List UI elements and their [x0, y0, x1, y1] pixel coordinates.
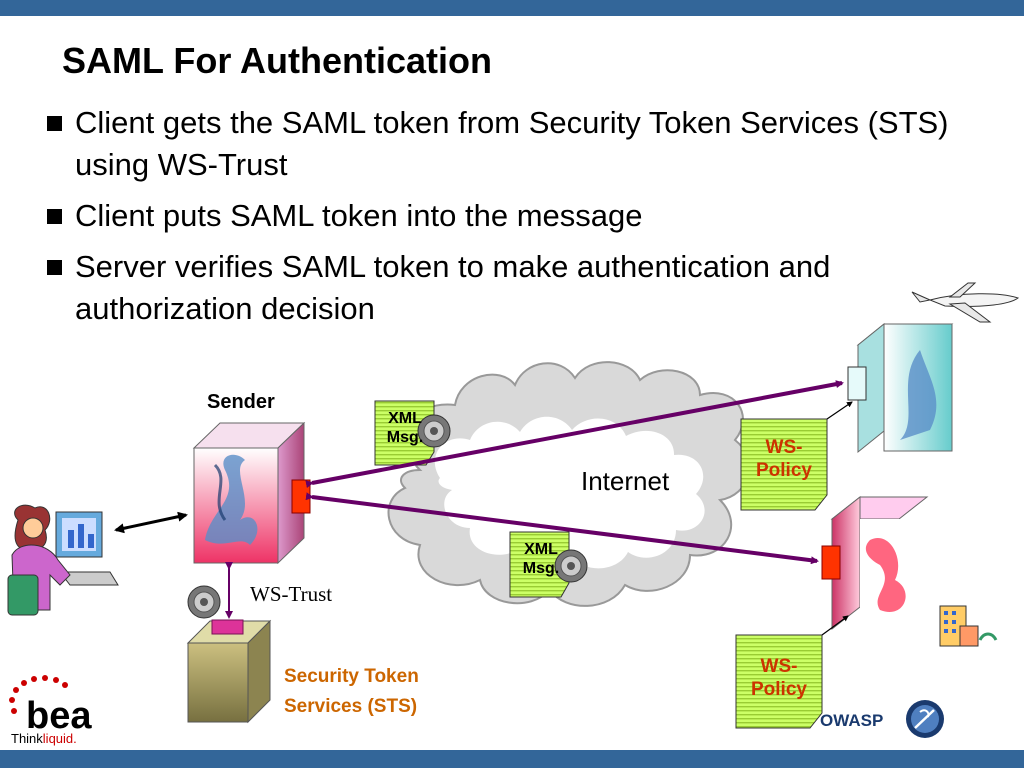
- bullet-list: Client gets the SAML token from Security…: [44, 102, 964, 339]
- slide-title: SAML For Authentication: [62, 40, 492, 81]
- bea-tagline-liquid: liquid.: [42, 731, 77, 746]
- sender-server: [192, 421, 311, 565]
- bullet-item: Client gets the SAML token from Security…: [44, 102, 964, 186]
- server-1: [847, 322, 954, 454]
- ws-policy-label: WS-Policy: [751, 656, 807, 700]
- policy-pointer-2: [821, 615, 849, 636]
- client-user-icon: [7, 504, 119, 616]
- sender-label: Sender: [207, 391, 275, 413]
- bullet-item: Server verifies SAML token to make authe…: [44, 246, 964, 330]
- bullet-square-icon: [47, 209, 62, 224]
- airplane-icon: [911, 282, 1020, 323]
- sts-server: [186, 619, 272, 724]
- bullet-square-icon: [47, 260, 62, 275]
- bea-tagline-think: Think: [11, 731, 43, 746]
- arrow-client-sender: [114, 511, 188, 534]
- server-2: [821, 495, 929, 631]
- internet-label: Internet: [581, 466, 670, 496]
- bea-logo-text: bea: [26, 695, 92, 737]
- arrow-sender-server-2: [305, 492, 819, 565]
- bullet-text: Server verifies SAML token to make authe…: [75, 249, 831, 326]
- server-2-port: [821, 545, 841, 580]
- xml-msg-label: XML Msg.: [522, 541, 560, 577]
- server-1-port: [847, 366, 867, 401]
- ws-trust-label: WS-Trust: [250, 582, 333, 606]
- bottom-bar: [0, 750, 1024, 768]
- ws-policy-doc-2: [735, 634, 823, 729]
- owasp-logo: [906, 700, 944, 738]
- ws-policy-label: WS-Policy: [756, 437, 812, 481]
- top-bar: [0, 0, 1024, 16]
- bullet-text: Client gets the SAML token from Security…: [75, 105, 949, 182]
- xml-msg-label: XML Msg.: [386, 410, 424, 446]
- bullet-item: Client puts SAML token into the message: [44, 195, 964, 237]
- sts-label: Security Token Services (STS): [284, 666, 419, 717]
- bullet-text: Client puts SAML token into the message: [75, 198, 643, 233]
- policy-pointer-1: [826, 401, 853, 420]
- bullet-square-icon: [47, 116, 62, 131]
- gear-icon: [187, 585, 221, 619]
- bea-logo: bea: [9, 675, 92, 737]
- building-icon: [939, 605, 998, 647]
- bea-tagline: Thinkliquid.: [11, 731, 77, 746]
- arrow-sender-server-1: [305, 380, 844, 489]
- sender-port: [291, 479, 311, 514]
- owasp-label: OWASP: [820, 711, 884, 730]
